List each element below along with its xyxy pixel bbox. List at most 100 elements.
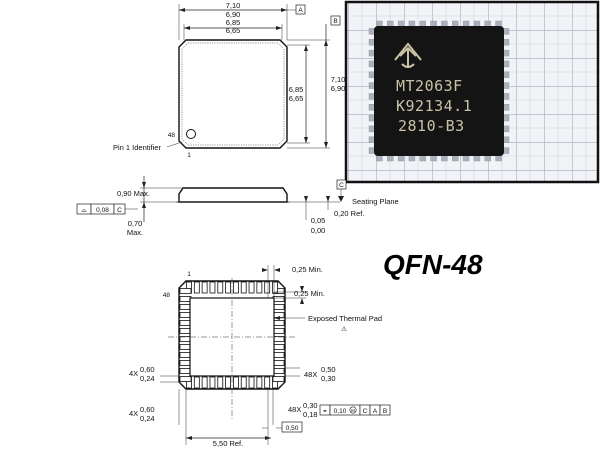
lead-min-2: 0,25 Min. [294, 289, 325, 298]
datum-a: A [298, 7, 303, 14]
chip-marking-line2: K92134.1 [396, 97, 472, 115]
bottom-pad [193, 376, 200, 389]
bottom-view: 1 48 0,25 Min. 0,25 Min. Exposed Thermal… [129, 265, 391, 448]
side-view: 0,90 Max. 0,70 Max. ⌓ 0,08 C C Seating P… [76, 176, 399, 237]
package-title: QFN-48 [383, 249, 483, 280]
bottom-pad [248, 376, 255, 389]
pin1-dot-icon [186, 129, 196, 139]
bottom-pad [272, 376, 285, 382]
bottom-pad [248, 281, 255, 294]
bottom-pad [179, 320, 192, 326]
flatness-value: 0,08 [96, 207, 109, 214]
length-min: 0,30 [321, 374, 336, 383]
chip-photo: MT2063F K92134.1 2810-B3 [344, 0, 600, 184]
bottom-pad [209, 376, 216, 389]
height-inner-min: 6,65 [289, 94, 304, 103]
bottom-pad [233, 376, 239, 389]
width-inner-min: 6,65 [226, 26, 241, 35]
span-ref: 5,50 Ref. [213, 439, 243, 448]
bottom-pad [272, 360, 285, 366]
height-inner-max: 6,85 [289, 85, 304, 94]
bottom-pad [201, 376, 208, 389]
bottom-pad [179, 304, 192, 310]
bottom-pad [240, 376, 247, 389]
bottom-pad [233, 281, 239, 294]
position-datum-a: A [373, 408, 378, 415]
height-outer-min: 6,90 [331, 84, 346, 93]
top-pin-one: 1 [187, 152, 191, 159]
bottom-pad [240, 281, 247, 294]
top-view: 7,10 6,90 6,85 6,65 A 48 1 Pin 1 Identif… [113, 1, 345, 159]
standoff-max: 0,05 [311, 216, 326, 225]
seating-plane-label: Seating Plane [352, 197, 399, 206]
exposed-pad-label: Exposed Thermal Pad [308, 314, 382, 323]
bottom-pad [179, 352, 192, 358]
bottom-pad [264, 281, 271, 294]
position-modifier: M [351, 408, 355, 413]
width-outer-max: 7,10 [226, 1, 241, 10]
bottom-pad [217, 281, 224, 294]
pitch-box [281, 421, 303, 433]
note-warning-icon: ⚠ [341, 325, 347, 333]
datum-b: B [333, 18, 337, 25]
pin1-identifier-label: Pin 1 Identifier [113, 143, 161, 152]
bottom-pad [272, 368, 285, 374]
position-value: 0,10 [334, 408, 347, 415]
bottom-pad [256, 376, 263, 389]
corner-bottom-2: 0,24 [140, 414, 155, 423]
bottom-pad [179, 288, 192, 294]
bottom-pad [179, 328, 192, 334]
corner-top-1: 0,60 [140, 365, 155, 374]
bottom-pad [179, 296, 192, 302]
flatness-symbol-icon: ⌓ [81, 207, 86, 214]
corner-top-2: 0,60 [140, 405, 155, 414]
height-outer-max: 7,10 [331, 75, 346, 84]
pitch: 0,50 [286, 425, 299, 432]
lead-min-1: 0,25 Min. [292, 265, 323, 274]
width-max: 0,30 [303, 401, 318, 410]
width-inner-max: 6,85 [226, 18, 241, 27]
corner-bottom-1: 0,24 [140, 374, 155, 383]
bottom-pads [179, 281, 285, 389]
bottom-pad [272, 320, 285, 326]
flatness-datum: C [117, 207, 122, 214]
bottom-pad [179, 360, 192, 366]
bottom-pad [272, 352, 285, 358]
photo-leads [368, 20, 510, 162]
side-view-package [178, 187, 288, 203]
length-max: 0,50 [321, 365, 336, 374]
standoff-min: 0,00 [311, 226, 326, 235]
bottom-pin-count: 48 [163, 292, 171, 299]
length-prefix: 48X [304, 370, 317, 379]
bottom-pad [201, 281, 208, 294]
position-symbol-icon: ⌖ [323, 408, 327, 415]
bottom-pad [272, 344, 285, 350]
top-view-package [178, 39, 288, 149]
bottom-pad [272, 281, 278, 294]
bottom-pad [264, 376, 271, 389]
bottom-pad [272, 296, 285, 302]
bottom-pad [209, 281, 216, 294]
chip-marking-line1: MT2063F [396, 77, 463, 95]
position-datum-c: C [363, 408, 368, 415]
top-pin-count: 48 [168, 132, 176, 139]
datum-b-box [330, 15, 341, 26]
bottom-pad [179, 344, 192, 350]
bottom-pad [193, 281, 200, 294]
bottom-pad [272, 328, 285, 334]
chip-marking-line3: 2810-B3 [398, 117, 465, 135]
width-outer-min: 6,90 [226, 10, 241, 19]
width-prefix: 48X [288, 405, 301, 414]
lead-thickness-ref: 0,20 Ref. [334, 209, 364, 218]
chip-body [374, 26, 504, 156]
bottom-pad [225, 281, 231, 294]
datum-c: C [339, 182, 344, 189]
side-height-body: 0,70 [128, 219, 143, 228]
bottom-pad [256, 281, 263, 294]
bottom-pad [272, 304, 285, 310]
width-min: 0,18 [303, 410, 318, 419]
datum-c-box [336, 179, 347, 190]
bottom-pad [225, 376, 231, 389]
bottom-pin-one: 1 [187, 271, 191, 278]
